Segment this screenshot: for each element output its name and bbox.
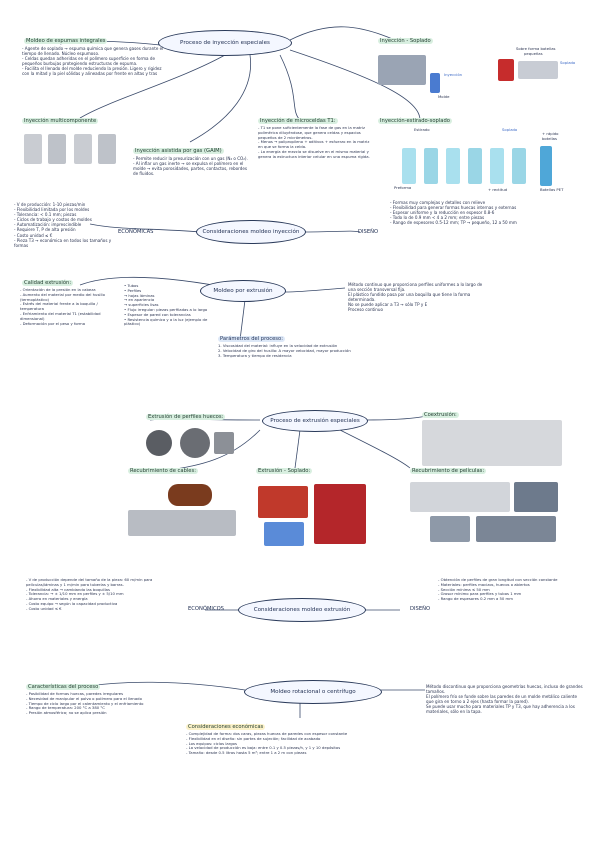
perfiles-huecos-figure — [140, 424, 240, 464]
rot-consid-text: - Complejidad de forma: dos caras, pieza… — [186, 731, 348, 756]
soplado-preform-image — [430, 73, 440, 93]
moldeo-espumas-title: Moldeo de espumas integrales — [24, 38, 108, 45]
ext-soplado-diagram-image — [258, 486, 308, 518]
calidad-title: Calidad extrusión: — [22, 280, 74, 287]
perfiles-huecos-title: Extrusión de perfiles huecos: — [146, 414, 226, 421]
extrusion-especiales-title: Proceso de extrusión especiales — [270, 418, 360, 424]
multicomponente-mold-4 — [98, 134, 116, 164]
estirado-label-4: Preforma — [394, 185, 412, 190]
soplado-label-3: Inyección — [444, 72, 463, 77]
multicomponente-mold-2 — [48, 134, 66, 164]
rot-metodo-text: Método discontinuo que proporciona geome… — [426, 684, 583, 715]
calidad-text: - Orientación de la presión en la cabeza… — [20, 287, 105, 326]
ext-diseno-text: - Obtención de perfiles de gran longitud… — [438, 577, 558, 602]
extrusion-title: Moldeo por extrusión — [213, 288, 273, 294]
ext-econ-text: - V de producción depende del tamaño de … — [26, 577, 153, 611]
soplado-machine-image — [378, 55, 426, 85]
peliculas-photo-image-1 — [514, 482, 558, 512]
estirado-label-1: Soplado — [502, 127, 518, 132]
estirado-step-4 — [468, 148, 482, 184]
soplado-label-2: Soplado — [560, 60, 576, 65]
ext-economicos-label: ECONÓMICOS — [188, 606, 224, 612]
estirado-label-2: + rápido — [542, 131, 559, 136]
cables-die-image — [128, 510, 236, 536]
param-title: Parámetros del proceso: — [218, 336, 285, 343]
soplado-label-0: Sobre forma botellas — [516, 46, 556, 51]
estirado-label-0: Estirado — [414, 127, 430, 132]
multicomponente-title: Inyección multicomponente — [22, 118, 99, 125]
ext-diseno-label: DISEÑO — [410, 606, 431, 612]
estirado-step-6 — [512, 148, 526, 184]
estirado-step-3 — [446, 148, 460, 184]
soplado-mold-image — [518, 61, 558, 79]
rot-carac-title: Características del proceso — [26, 684, 101, 691]
peliculas-figure — [410, 478, 560, 544]
estirado-label-3: botellas — [542, 136, 557, 141]
consid-extrusion-title: Consideraciones moldeo extrusión — [253, 607, 351, 613]
multicomponente-mold-3 — [74, 134, 92, 164]
inyeccion-soplado-title: Inyección - Soplado — [378, 38, 433, 45]
estirado-label-6: Botellas PET — [540, 187, 564, 192]
rot-carac-text: - Posibilidad de formas huecas, paredes … — [26, 691, 144, 716]
peliculas-title: Recubrimiento de películas: — [410, 468, 487, 475]
extrusion-especiales-oval: Proceso de extrusión especiales — [262, 410, 368, 432]
multicomponente-mold-1 — [24, 134, 42, 164]
inyeccion-especiales-title: Proceso de inyección especiales — [180, 40, 270, 46]
peliculas-photo-image-2 — [430, 516, 470, 542]
soplado-heater-image — [498, 59, 514, 81]
estirado-step-2 — [424, 148, 438, 184]
extrusion-tipos-text: • Tubos • Perfiles → hojas láminas → en … — [124, 283, 208, 327]
estirado-figure: Estirado Soplado + rápido botellas Prefo… — [392, 127, 582, 198]
inj-economicas-label: ECONÓMICAS — [118, 229, 154, 235]
cables-cable-image — [168, 484, 212, 506]
mucell-title: Inyección de microceldas T1: — [258, 118, 338, 125]
consid-extrusion-oval: Consideraciones moldeo extrusión — [238, 598, 366, 622]
ext-soplado-figure — [254, 478, 370, 550]
perfiles-profile-image — [214, 432, 234, 454]
inj-diseno-text: - Formas muy complejas y detalles con re… — [390, 200, 517, 226]
gas-title: Inyección asistida por gas (GAIM) — [133, 148, 224, 155]
cables-figure — [128, 478, 236, 538]
gas-text: - Permite reducir la presurización con u… — [133, 156, 248, 177]
coextrusion-title: Coextrusión: — [422, 412, 459, 419]
perfiles-gear-image-1 — [146, 430, 172, 456]
ext-soplado-bottles-image — [264, 522, 304, 546]
estirado-step-1 — [402, 148, 416, 184]
cables-title: Recubrimiento de cables: — [128, 468, 198, 475]
peliculas-photo-image-3 — [476, 516, 556, 542]
consid-inyeccion-oval: Consideraciones moldeo inyección — [196, 220, 306, 244]
peliculas-diagram-image — [410, 482, 510, 512]
ext-soplado-title: Extrusión - Soplado: — [256, 468, 313, 475]
estirado-step-5 — [490, 148, 504, 184]
inyeccion-soplado-figure: Sobre forma botellas pequeñas Soplado In… — [378, 46, 578, 109]
inj-diseno-label: DISEÑO — [358, 229, 379, 235]
estirado-title: Inyección-estirado-soplado — [378, 118, 452, 125]
mucell-text: - T1 se pone suficientemente la fase de … — [258, 125, 370, 159]
inj-econ-text: - V de producción: 1-10 piezas/min - Fle… — [14, 202, 112, 248]
soplado-label-1: pequeñas — [524, 51, 543, 56]
rot-consid-title: Consideraciones económicas — [186, 724, 266, 731]
coextrusion-figure — [422, 420, 562, 466]
extrusion-oval: Moldeo por extrusión — [200, 280, 286, 302]
estirado-bottle — [540, 146, 552, 186]
param-text: 1. Viscosidad del material: influye en l… — [218, 343, 351, 358]
perfiles-gear-image-2 — [180, 428, 210, 458]
inyeccion-especiales-oval: Proceso de inyección especiales — [158, 30, 292, 56]
moldeo-espumas-text: - Agente de soplado → espuma química que… — [22, 46, 164, 77]
multicomponente-figure — [20, 128, 120, 176]
extrusion-metodo-text: Método continuo que proporciona perfiles… — [348, 282, 483, 313]
estirado-label-5: + rectitud — [488, 187, 508, 192]
soplado-label-4: Molde — [438, 94, 450, 99]
ext-soplado-photo-image — [314, 484, 366, 544]
rotacional-title: Moldeo rotacional o centrífugo — [270, 689, 356, 695]
consid-inyeccion-title: Consideraciones moldeo inyección — [202, 229, 300, 235]
rotacional-oval: Moldeo rotacional o centrífugo — [244, 680, 382, 704]
